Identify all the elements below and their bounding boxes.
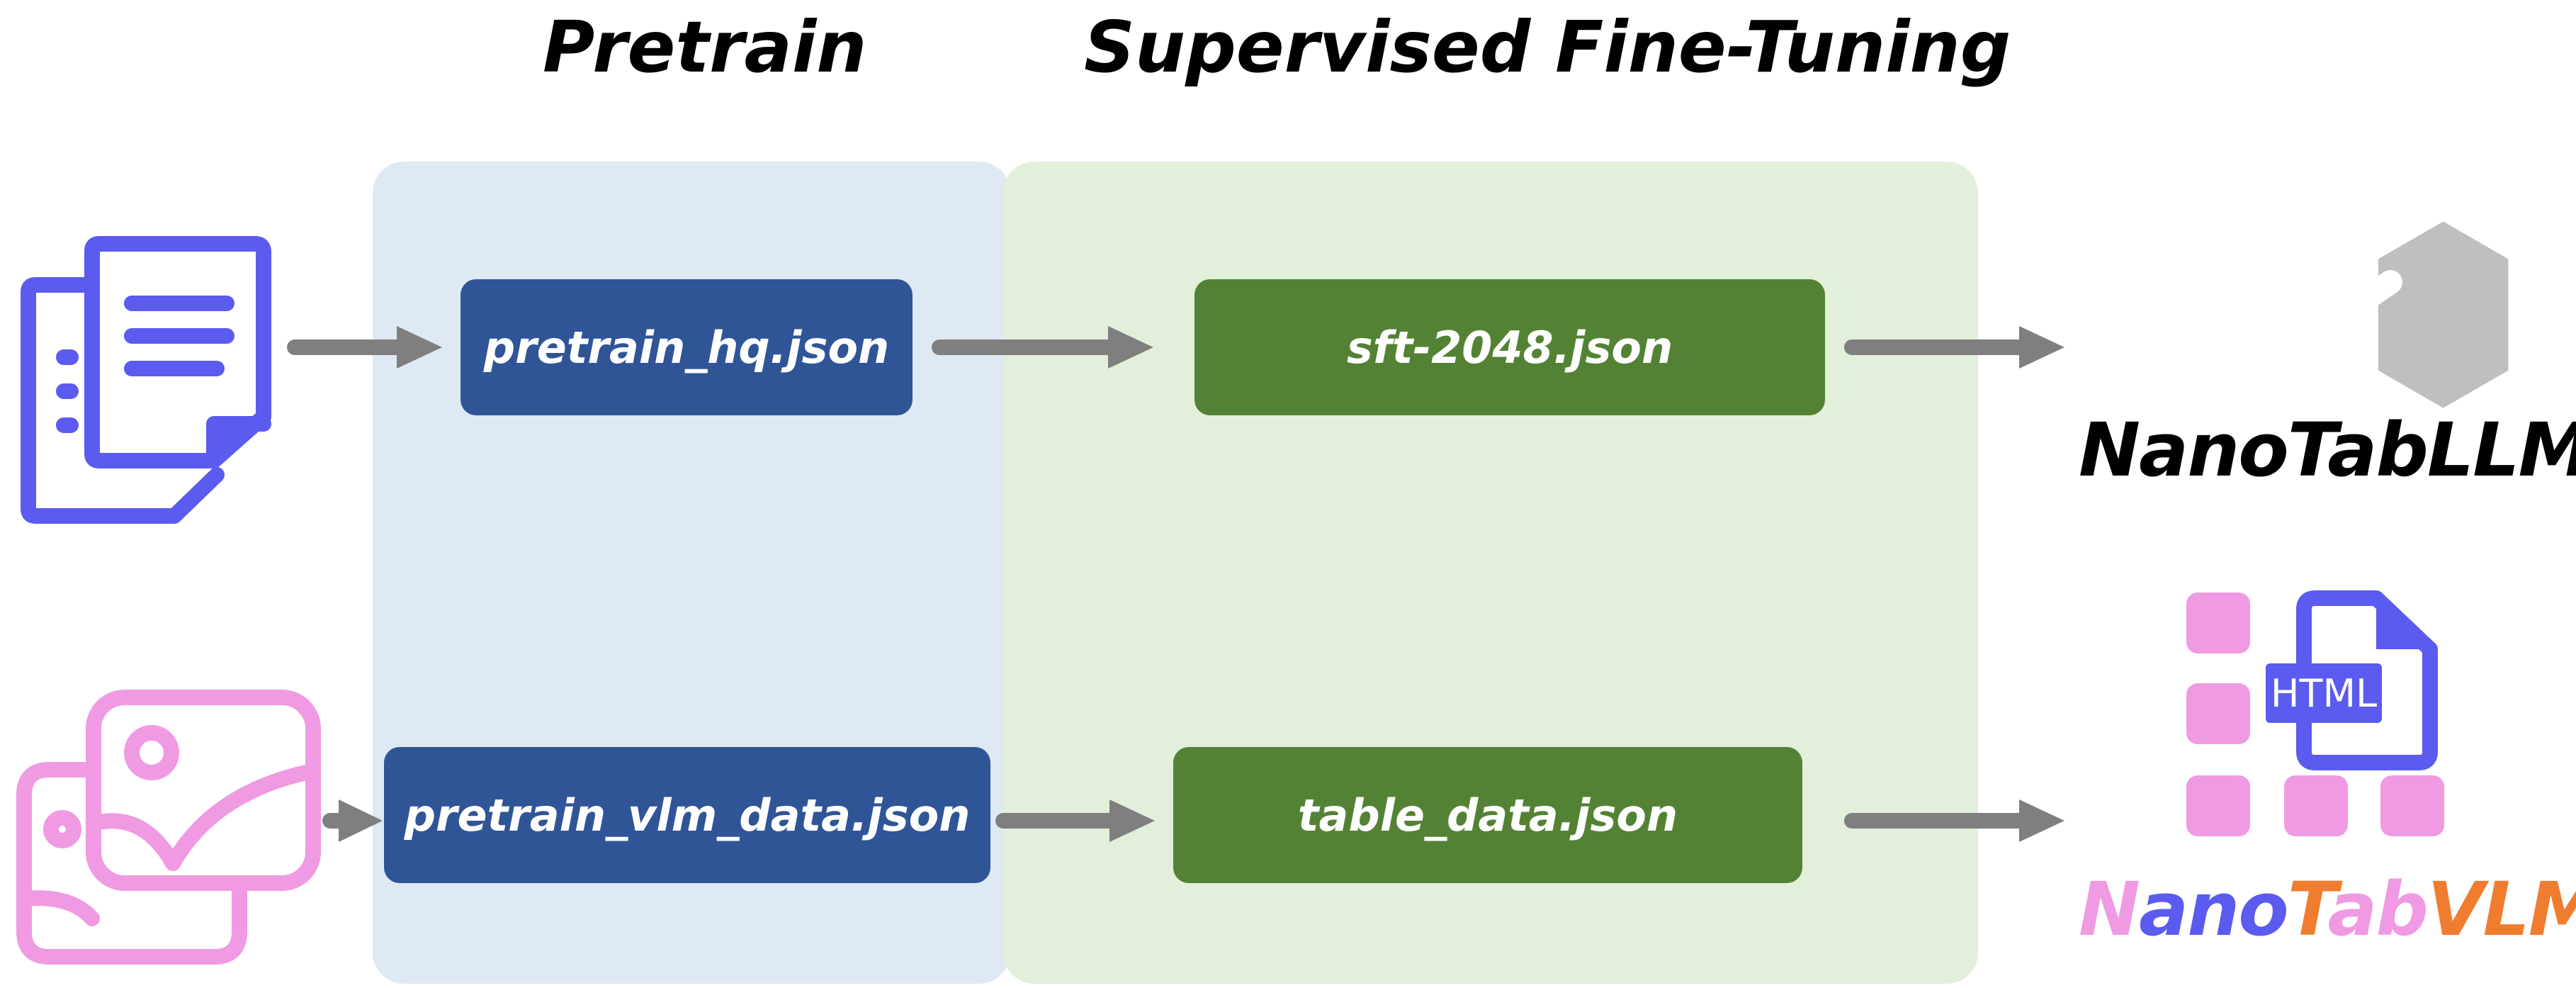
document-fold-fill: [214, 424, 261, 464]
arrow-table-to-vlm: [1844, 799, 2064, 842]
vlm-label-ano: ano: [2139, 866, 2289, 953]
stage-title-sft: Supervised Fine-Tuning: [1084, 6, 2011, 89]
image-icon: [16, 690, 321, 965]
node-sft-2048: sft-2048.json: [1194, 279, 1825, 415]
llm-cube-icon: [2296, 221, 2509, 408]
arrow-sft-to-llm: [1844, 326, 2064, 369]
html-table-icon: [2186, 590, 2444, 836]
arrow-pretrain-to-sft: [932, 326, 1153, 369]
vlm-label-ab: ab: [2327, 866, 2429, 953]
vlm-label-n: N: [2079, 866, 2140, 953]
node-table-data: table_data.json: [1173, 747, 1802, 883]
arrow-doc-to-pretrain: [287, 326, 442, 369]
output-llm-label: NanoTabLLM: [2079, 407, 2576, 493]
output-vlm-label: NanoTabVLM: [2079, 866, 2576, 953]
document-icon: [21, 236, 271, 524]
arrow-image-to-vlm: [322, 799, 383, 842]
node-pretrain-hq: pretrain_hq.json: [461, 279, 913, 415]
arrow-vlm-to-table: [995, 799, 1155, 842]
html-badge-label: HTML: [2270, 670, 2378, 716]
stage-title-pretrain: Pretrain: [543, 6, 867, 89]
node-pretrain-vlm: pretrain_vlm_data.json: [384, 747, 990, 883]
vlm-label-t: T: [2287, 866, 2329, 953]
vlm-label-vlm: VLM: [2427, 866, 2576, 953]
